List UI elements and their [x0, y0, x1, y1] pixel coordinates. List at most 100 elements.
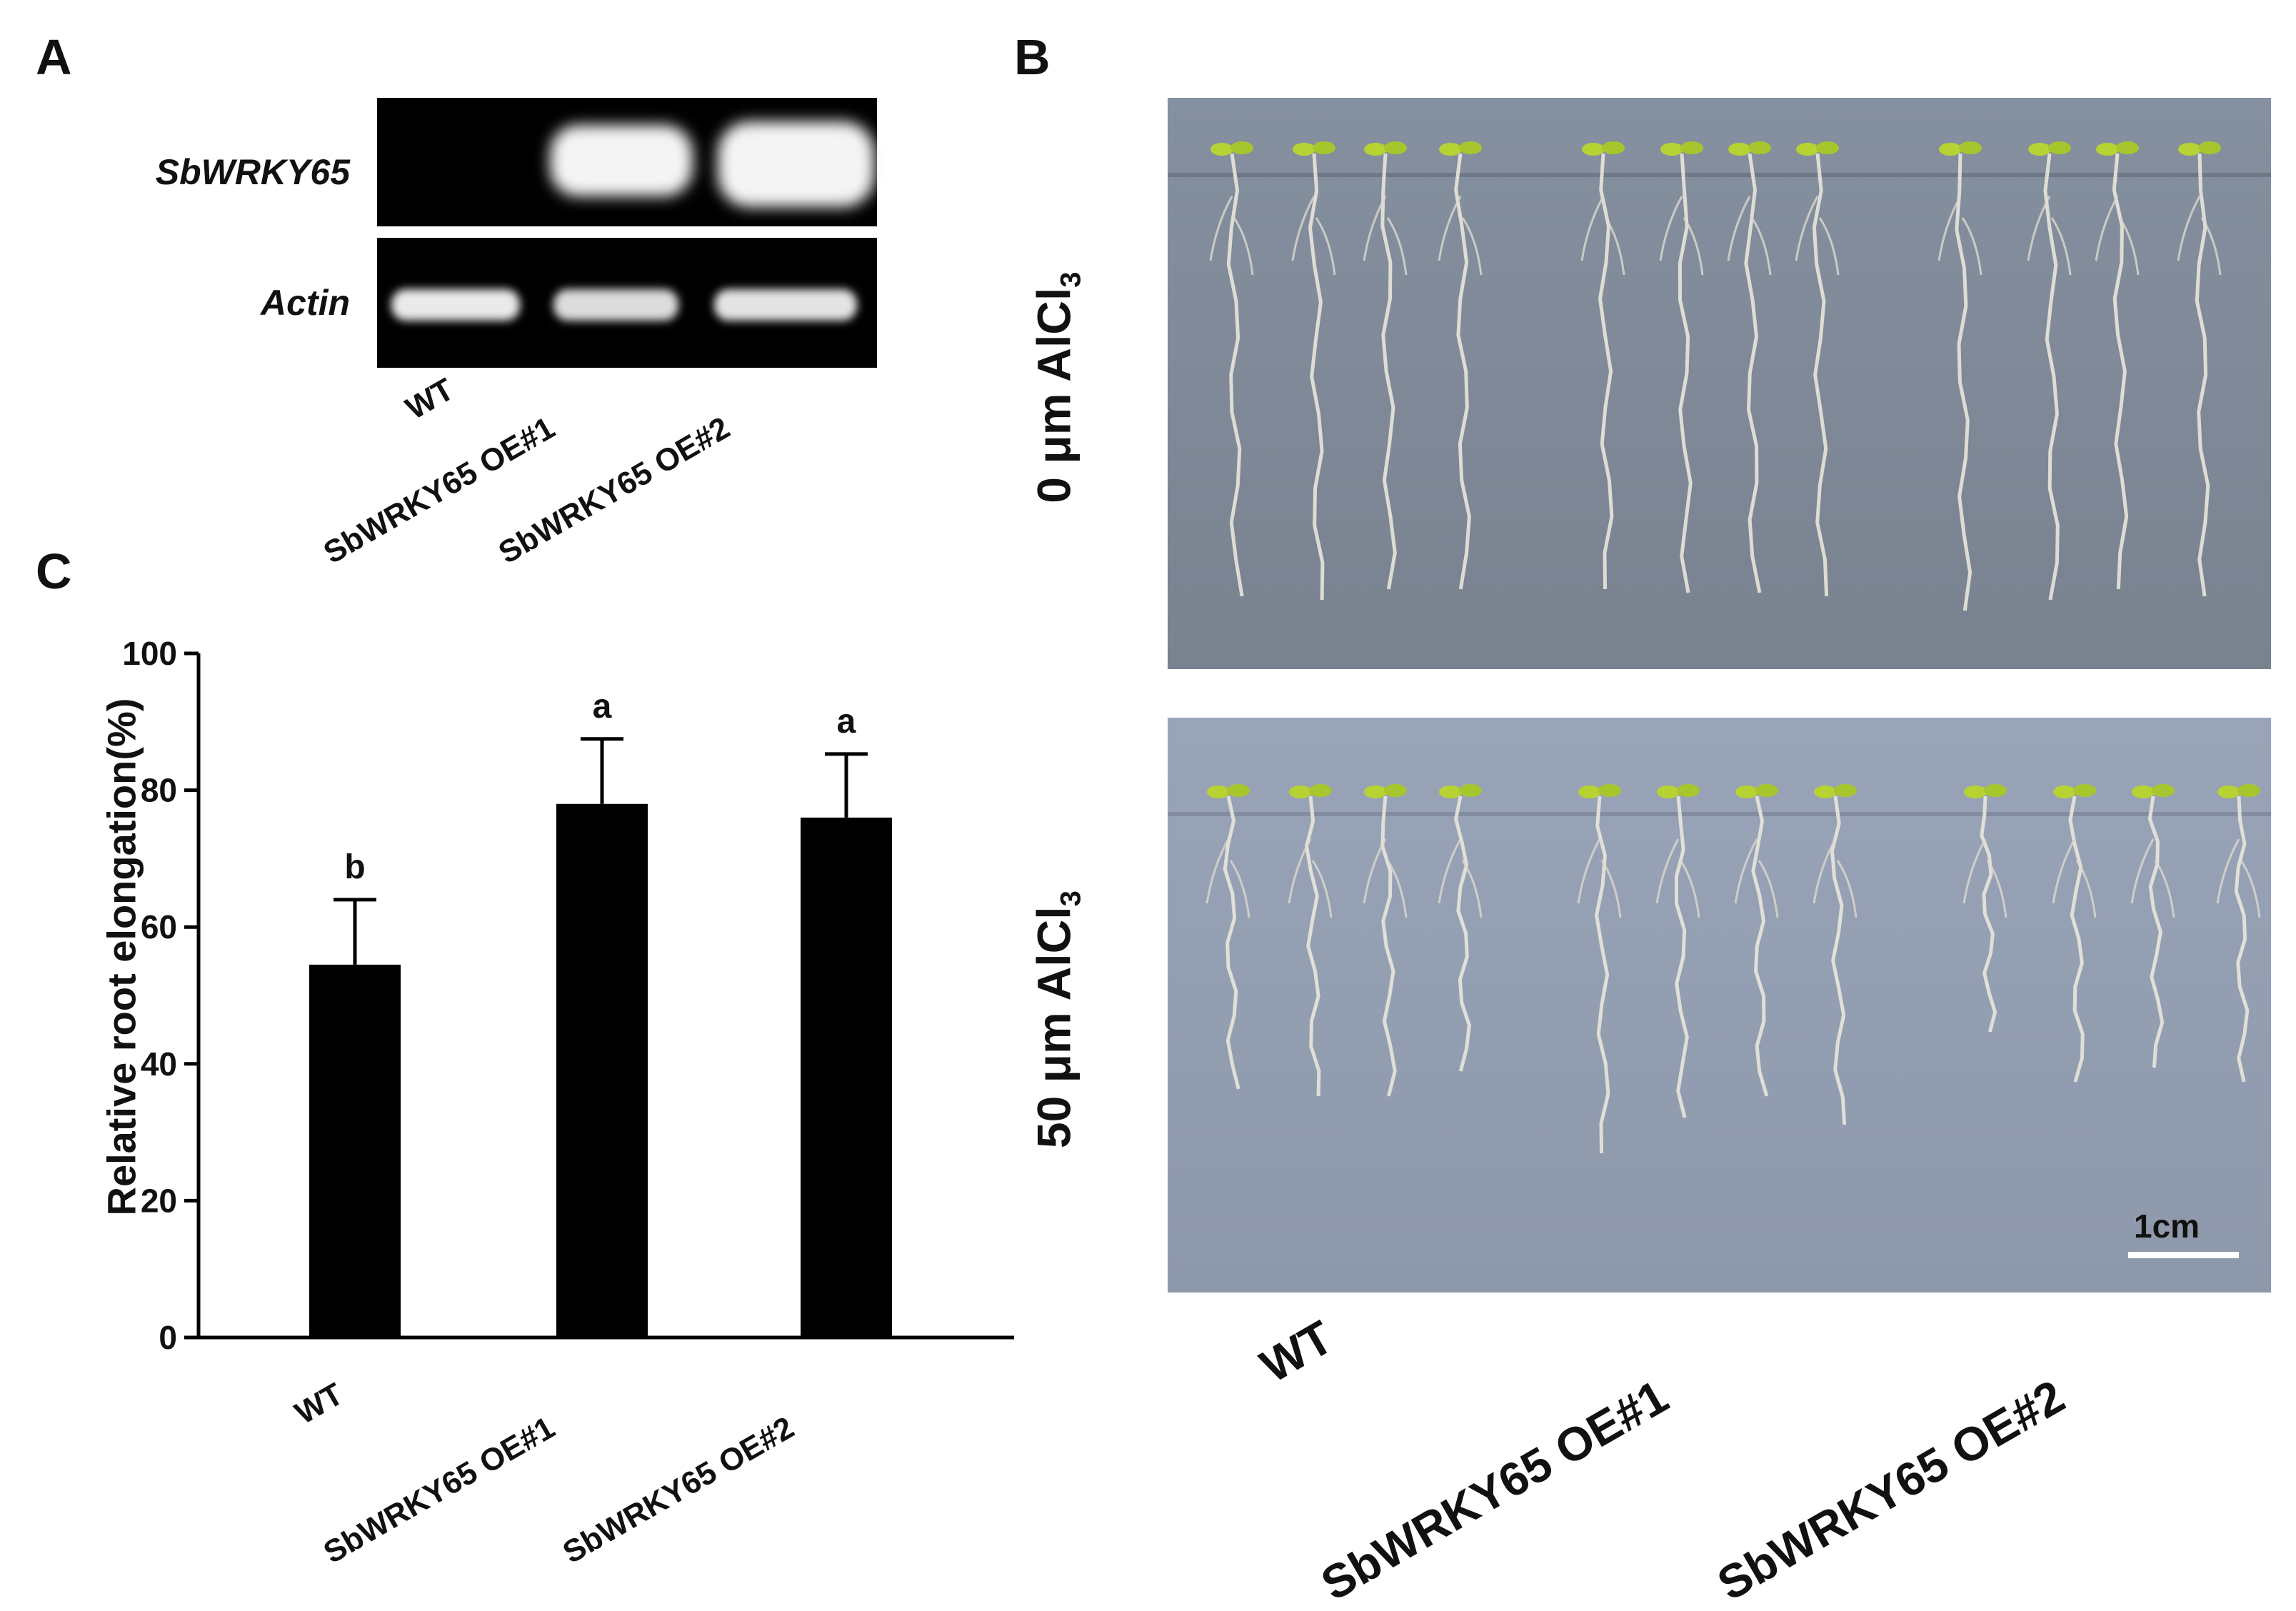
root — [1308, 153, 1325, 601]
cotyledon — [1735, 786, 1758, 798]
cotyledon — [1598, 784, 1621, 797]
lateral-root — [1461, 860, 1483, 918]
lateral-root — [1229, 860, 1250, 918]
cotyledon — [1755, 784, 1778, 797]
cotyledon — [2048, 141, 2071, 154]
root — [1454, 153, 1471, 590]
lateral-root — [1734, 838, 1758, 904]
lateral-root — [2027, 196, 2051, 261]
root — [1812, 153, 1829, 597]
root — [1223, 796, 1240, 1090]
panel-b-letter: B — [1014, 29, 1051, 85]
cotyledon — [1814, 786, 1837, 798]
cotyledon — [1602, 141, 1625, 154]
lateral-root — [1679, 860, 1700, 918]
lateral-root — [1311, 860, 1333, 918]
lateral-root — [1291, 196, 1315, 261]
cotyledon — [1210, 143, 1233, 156]
cotyledon — [1384, 141, 1407, 154]
lateral-root — [2200, 217, 2222, 276]
lateral-root — [1438, 838, 1462, 904]
cotyledon — [1959, 141, 1982, 154]
cotyledon — [1439, 786, 1462, 798]
lateral-root — [1577, 838, 1601, 904]
y-tick-label: 100 — [122, 635, 177, 672]
cotyledon — [1309, 784, 1332, 797]
cotyledon — [1459, 141, 1482, 154]
cotyledon — [1657, 786, 1680, 798]
root — [1751, 796, 1769, 1097]
lateral-root — [2052, 838, 2076, 904]
plate-0-um — [1168, 98, 2271, 669]
lateral-root — [1386, 860, 1408, 918]
lateral-root — [1659, 196, 1683, 261]
y-tick-label: 60 — [141, 908, 177, 945]
lateral-root — [1813, 838, 1837, 904]
cotyledon — [1293, 143, 1315, 156]
cotyledon — [2132, 786, 2155, 798]
cotyledon — [1939, 143, 1962, 156]
root — [2068, 796, 2085, 1083]
cotyledon — [1289, 786, 1312, 798]
bar — [801, 817, 892, 1338]
root — [2043, 153, 2060, 601]
significance-letter: b — [344, 848, 365, 886]
cotyledon — [1364, 143, 1387, 156]
lateral-root — [1758, 860, 1779, 918]
cotyledon — [2053, 786, 2076, 798]
cotyledon — [1439, 143, 1462, 156]
root — [1980, 796, 1997, 1033]
cotyledon — [1816, 141, 1839, 154]
y-axis-label: Relative root elongation(%) — [99, 698, 144, 1216]
root — [2147, 796, 2165, 1068]
lateral-root — [2130, 838, 2155, 904]
lateral-root — [1386, 217, 1408, 276]
lateral-root — [2154, 860, 2175, 918]
cotyledon — [1748, 141, 1771, 154]
lateral-root — [1937, 196, 1962, 261]
cotyledon — [1582, 143, 1605, 156]
root — [1226, 153, 1244, 597]
scale-bar-label: 1cm — [2134, 1208, 2200, 1245]
roots-bottom — [1205, 784, 2261, 1154]
cotyledon — [1984, 784, 2007, 797]
lateral-root — [1962, 838, 1987, 904]
cotyledon — [1680, 141, 1703, 154]
cotyledon — [2237, 784, 2260, 797]
cotyledon — [1230, 141, 1253, 154]
lateral-root — [1818, 217, 1840, 276]
cotyledon — [1313, 141, 1335, 154]
lateral-root — [1683, 217, 1704, 276]
cotyledon — [2178, 143, 2201, 156]
lateral-root — [1836, 860, 1858, 918]
cotyledon — [1227, 784, 1250, 797]
lateral-root — [1727, 196, 1751, 261]
cotyledon — [1964, 786, 1987, 798]
cotyledon — [1728, 143, 1751, 156]
cotyledon — [2028, 143, 2051, 156]
lateral-root — [2240, 860, 2261, 918]
lateral-root — [2177, 196, 2201, 261]
lateral-root — [2095, 196, 2119, 261]
cotyledon — [2116, 141, 2139, 154]
lateral-root — [1461, 217, 1483, 276]
lateral-root — [1288, 838, 1312, 904]
y-tick-label: 80 — [141, 772, 177, 809]
gel-label-actin: Actin — [261, 283, 350, 323]
significance-letter: a — [837, 703, 856, 741]
lateral-root — [2216, 838, 2240, 904]
cotyledon — [1677, 784, 1700, 797]
lateral-root — [1438, 196, 1462, 261]
cotyledon — [1459, 784, 1482, 797]
cotyledon — [1660, 143, 1683, 156]
y-tick-label: 40 — [141, 1045, 177, 1083]
root — [1598, 153, 1614, 590]
lateral-root — [1961, 217, 1982, 276]
y-tick-label: 0 — [159, 1319, 177, 1356]
panel-c-letter: C — [36, 543, 72, 599]
y-tick-label: 20 — [141, 1182, 177, 1219]
cotyledon — [2096, 143, 2119, 156]
bar — [309, 964, 401, 1338]
roots-top — [1209, 141, 2222, 611]
cotyledon — [2152, 784, 2175, 797]
